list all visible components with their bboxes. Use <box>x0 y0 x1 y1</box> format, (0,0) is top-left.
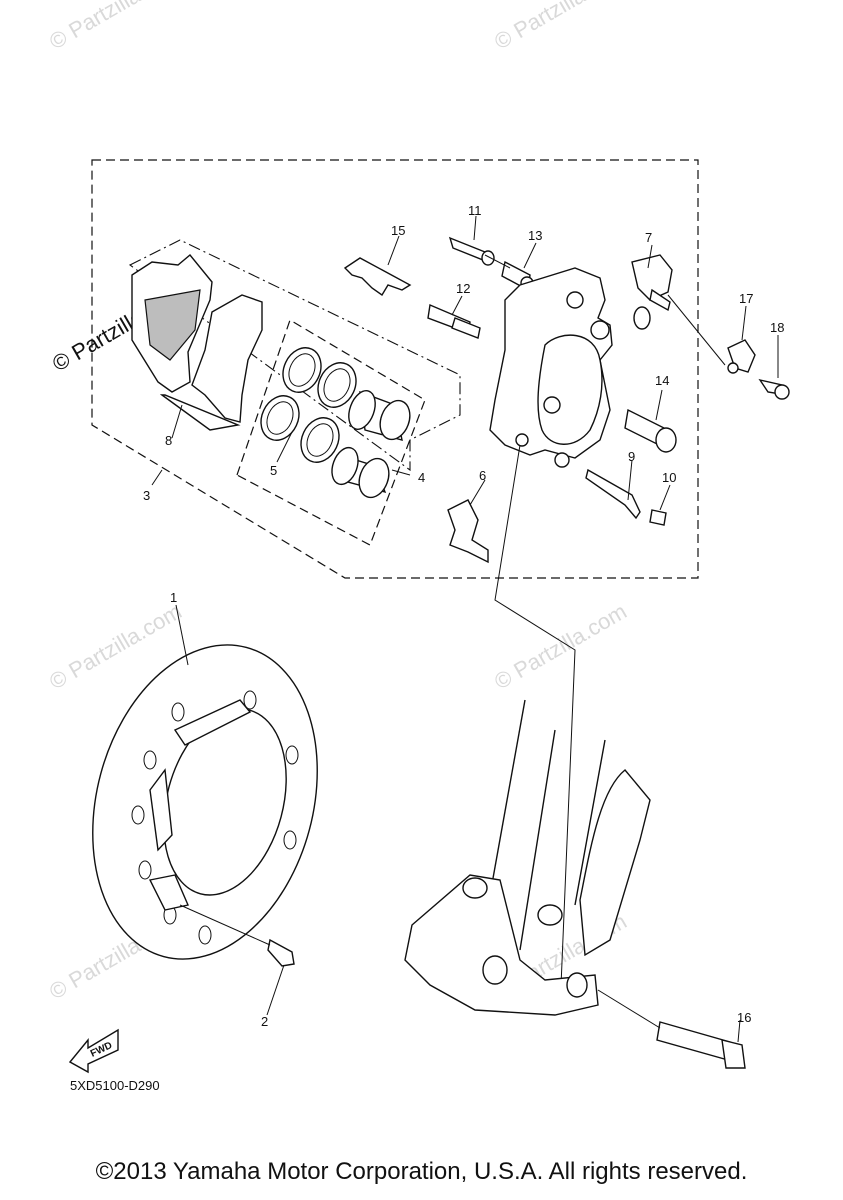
callout-13: 13 <box>528 228 542 243</box>
callout-7: 7 <box>645 230 652 245</box>
callout-3: 3 <box>143 488 150 503</box>
pistons-4 <box>331 390 411 499</box>
watermark: © Partzilla.com <box>490 0 631 54</box>
callout-5: 5 <box>270 463 277 478</box>
caliper-assembly-outline <box>91 159 699 579</box>
callout-2: 2 <box>261 1014 268 1029</box>
pin-11 <box>448 236 495 266</box>
screw-18 <box>758 378 790 400</box>
brake-pad-front <box>191 294 263 423</box>
callout-15: 15 <box>391 223 405 238</box>
diagram-code: 5XD5100-D290 <box>70 1078 160 1093</box>
bolt-16 <box>597 989 746 1069</box>
bracket-6 <box>447 499 489 564</box>
callout-9: 9 <box>628 449 635 464</box>
callout-1: 1 <box>170 590 177 605</box>
brake-pad-8 <box>131 254 241 431</box>
fwd-arrow: FWD <box>68 1028 119 1074</box>
callout-labels: 1 2 3 4 5 6 7 8 9 10 11 12 13 14 15 16 1… <box>143 203 784 1029</box>
callout-10: 10 <box>662 470 676 485</box>
fork-leg <box>404 699 651 1016</box>
callout-14: 14 <box>655 373 669 388</box>
clamp-17 <box>727 339 756 374</box>
callout-8: 8 <box>165 433 172 448</box>
callout-16: 16 <box>737 1010 751 1025</box>
banjo-fitting-7 <box>631 254 673 330</box>
connection-lines <box>484 254 726 1011</box>
pin-12 <box>427 304 481 339</box>
callout-17: 17 <box>739 291 753 306</box>
watermark: © Partzilla.com <box>490 599 631 695</box>
callout-6: 6 <box>479 468 486 483</box>
brake-disc-1 <box>92 644 318 960</box>
piston-group-outline <box>236 319 426 546</box>
sleeve-14 <box>624 408 677 453</box>
bolt-9 <box>585 468 641 520</box>
piston-seals-5 <box>260 347 357 463</box>
callout-11: 11 <box>468 203 482 218</box>
bolt-2 <box>179 904 295 967</box>
watermark: © Partzilla.com <box>45 0 186 54</box>
callout-4: 4 <box>418 470 425 485</box>
pad-group-outline <box>128 239 461 472</box>
caliper-body <box>489 267 613 468</box>
callout-12: 12 <box>456 281 470 296</box>
copyright-footer: ©2013 Yamaha Motor Corporation, U.S.A. A… <box>95 1158 748 1185</box>
leader-lines <box>151 215 779 1043</box>
pad-spring-15 <box>343 257 412 297</box>
nut-10 <box>649 509 667 526</box>
callout-18: 18 <box>770 320 784 335</box>
